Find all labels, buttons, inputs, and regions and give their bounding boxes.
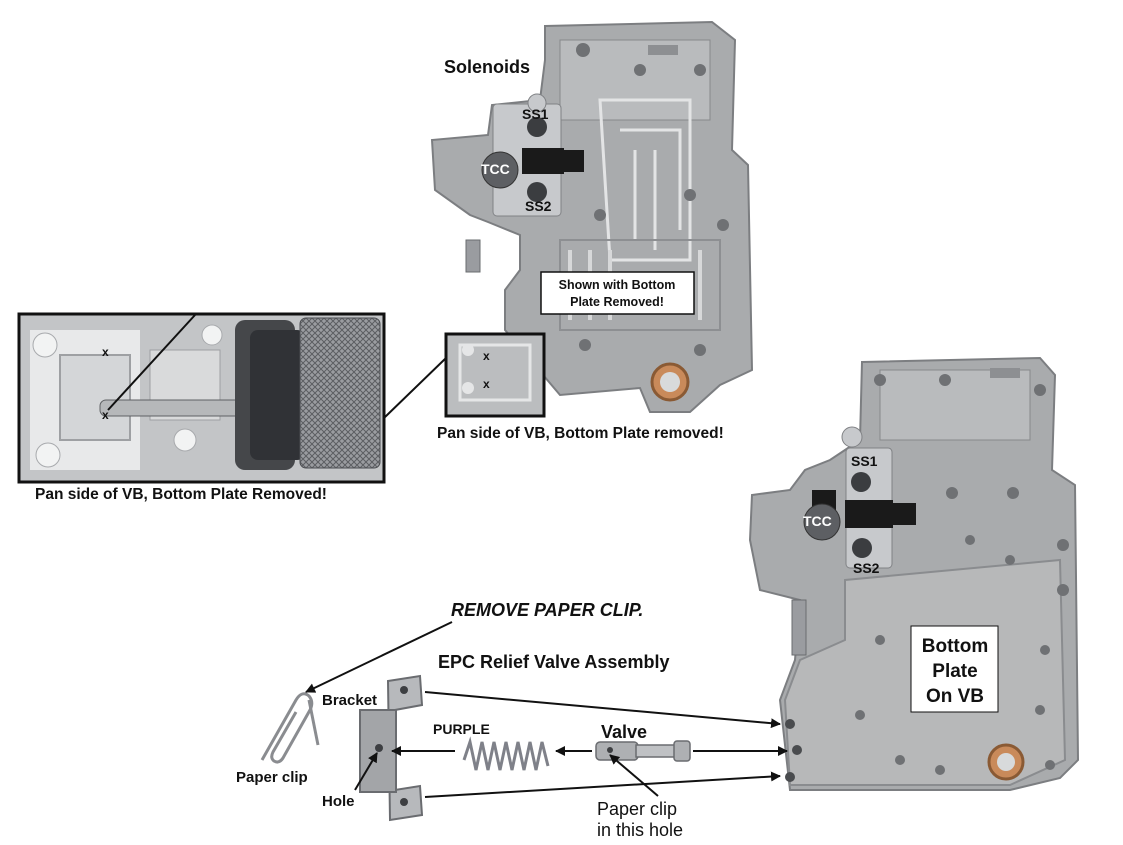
bracket-label: Bracket (322, 692, 377, 709)
x-mark-inset-2: x (102, 408, 109, 422)
ss1-label-top: SS1 (522, 106, 549, 122)
ss2-label-top: SS2 (525, 198, 552, 214)
bottom-plate-line1: Bottom (922, 636, 988, 657)
bracket-to-plate-arrow-bottom (424, 771, 781, 798)
valve-body-top-photo (430, 20, 754, 418)
remove-clip-arrow (305, 621, 453, 693)
bottom-plate-line3: On VB (926, 686, 984, 707)
hole-arrow (354, 752, 378, 791)
pan-side-caption-inset: Pan side of VB, Bottom Plate Removed! (35, 486, 327, 503)
bracket-to-plate-arrow-top (424, 691, 781, 729)
highlight-box (444, 332, 546, 418)
shown-with-bottom-plate-removed-note: Shown with Bottom Plate Removed! (540, 271, 695, 315)
shown-note-line1: Shown with Bottom (559, 278, 676, 292)
paper-clip-hole-arrow (609, 754, 659, 797)
tcc-label-bottom: TCC (803, 513, 832, 529)
valve-body-bottom-photo (748, 356, 1080, 791)
hole-label: Hole (322, 793, 355, 810)
purple-spring-part (462, 736, 550, 771)
shown-note-line2: Plate Removed! (570, 295, 664, 309)
bracket-part (359, 674, 424, 822)
paper-clip-hole-line1: Paper clip (597, 799, 677, 819)
solenoids-label: Solenoids (444, 57, 530, 77)
x-mark-top-2: x (483, 377, 490, 391)
ss1-label-bottom: SS1 (851, 453, 878, 469)
pan-side-caption-main: Pan side of VB, Bottom Plate removed! (437, 425, 724, 442)
remove-paper-clip-label: REMOVE PAPER CLIP. (451, 600, 643, 620)
bottom-plate-line2: Plate (932, 661, 977, 682)
paper-clip-part (260, 692, 320, 764)
paper-clip-label: Paper clip (236, 769, 308, 786)
valve-label: Valve (601, 722, 647, 742)
x-mark-inset-1: x (102, 345, 109, 359)
purple-label: PURPLE (433, 721, 490, 737)
tcc-label-top: TCC (481, 161, 510, 177)
inset-zoom-photo (17, 312, 386, 484)
paper-clip-hole-line2: in this hole (597, 820, 683, 840)
ss2-label-bottom: SS2 (853, 560, 880, 576)
x-mark-top-1: x (483, 349, 490, 363)
epc-relief-valve-title: EPC Relief Valve Assembly (438, 652, 669, 672)
inset-connector-line (383, 357, 447, 419)
bottom-plate-on-vb-note: Bottom Plate On VB (910, 625, 999, 713)
valve-part (595, 740, 691, 762)
